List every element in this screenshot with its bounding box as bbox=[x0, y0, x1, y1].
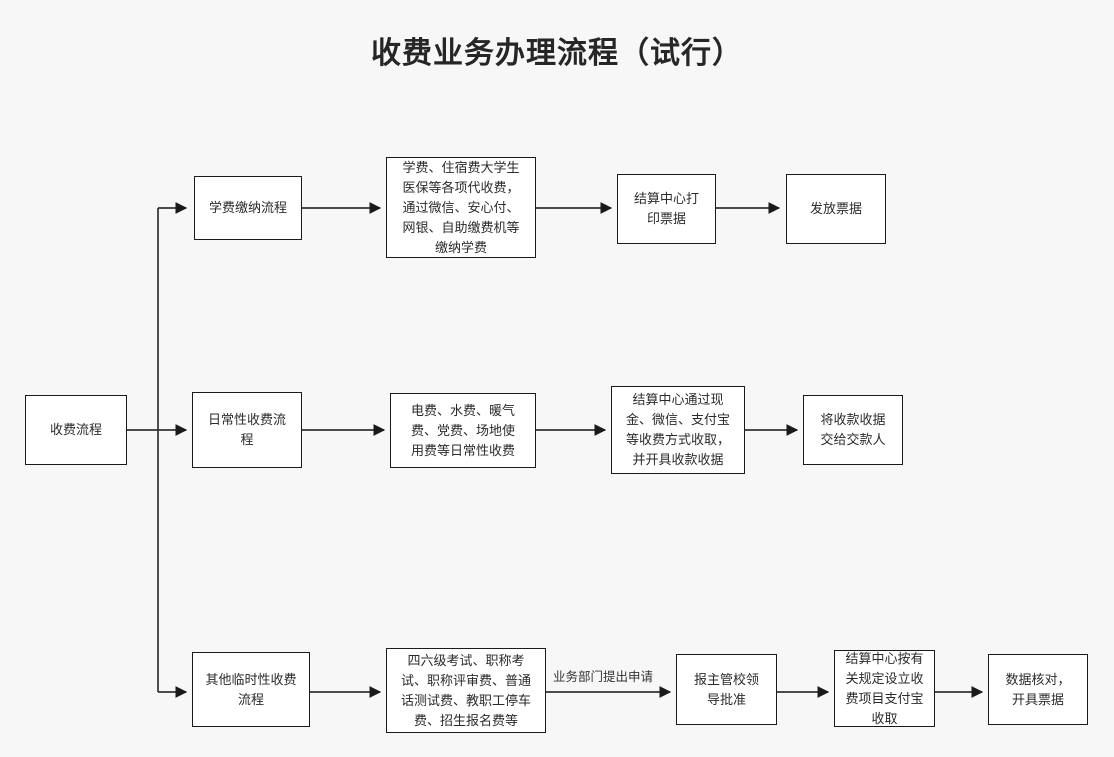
node-branch-daily[interactable]: 日常性收费流 程 bbox=[192, 392, 302, 468]
node-tuition-issue-label: 发放票据 bbox=[809, 201, 862, 216]
node-temp-verify[interactable]: 数据核对， 开具票据 bbox=[988, 654, 1088, 725]
page-title: 收费业务办理流程（试行） bbox=[371, 37, 743, 70]
node-daily-items-label: 电费、水费、暖气 费、党费、场地使 用费等日常性收费 bbox=[410, 402, 515, 458]
node-temp-items[interactable]: 四六级考试、职称考 试、职称评审费、普通 话测试费、教职工停车 费、招生报名费等 bbox=[386, 648, 546, 733]
node-root[interactable]: 收费流程 bbox=[25, 395, 127, 465]
node-daily-receipt-label: 将收款收据 交给交款人 bbox=[820, 412, 886, 447]
node-branch-temp[interactable]: 其他临时性收费 流程 bbox=[192, 652, 310, 727]
node-temp-approve-label: 报主管校领 导批准 bbox=[693, 671, 759, 707]
node-tuition-items[interactable]: 学费、住宿费大学生 医保等各项代收费， 通过微信、安心付、 网银、自助缴费机等 … bbox=[386, 157, 536, 258]
node-daily-collect-label: 结算中心通过现 金、微信、支付宝 等收费方式收取， 并开具收款收据 bbox=[625, 392, 730, 467]
node-daily-collect[interactable]: 结算中心通过现 金、微信、支付宝 等收费方式收取， 并开具收款收据 bbox=[611, 386, 745, 474]
edge-label-apply: 业务部门提出申请 bbox=[553, 670, 654, 684]
node-temp-collect[interactable]: 结算中心按有 关规定设立收 费项目支付宝 收取 bbox=[834, 650, 935, 727]
node-tuition-items-label: 学费、住宿费大学生 医保等各项代收费， 通过微信、安心付、 网银、自助缴费机等 … bbox=[402, 159, 520, 255]
node-tuition-print-label: 结算中心打 印票据 bbox=[633, 191, 699, 226]
node-branch-tuition[interactable]: 学费缴纳流程 bbox=[194, 176, 302, 240]
node-tuition-issue[interactable]: 发放票据 bbox=[786, 174, 886, 244]
node-branch-tuition-label: 学费缴纳流程 bbox=[208, 200, 287, 215]
node-temp-collect-label: 结算中心按有 关规定设立收 费项目支付宝 收取 bbox=[845, 650, 924, 726]
node-temp-verify-label: 数据核对， 开具票据 bbox=[1005, 671, 1071, 707]
node-temp-items-label: 四六级考试、职称考 试、职称评审费、普通 话测试费、教职工停车 费、招生报名费等 bbox=[400, 652, 531, 728]
node-branch-temp-label: 其他临时性收费 流程 bbox=[205, 671, 297, 707]
node-temp-approve[interactable]: 报主管校领 导批准 bbox=[676, 654, 777, 725]
node-daily-receipt[interactable]: 将收款收据 交给交款人 bbox=[803, 395, 903, 465]
node-daily-items[interactable]: 电费、水费、暖气 费、党费、场地使 用费等日常性收费 bbox=[390, 393, 536, 468]
node-tuition-print[interactable]: 结算中心打 印票据 bbox=[617, 174, 716, 244]
node-root-label: 收费流程 bbox=[49, 422, 102, 437]
node-branch-daily-label: 日常性收费流 程 bbox=[207, 412, 286, 447]
